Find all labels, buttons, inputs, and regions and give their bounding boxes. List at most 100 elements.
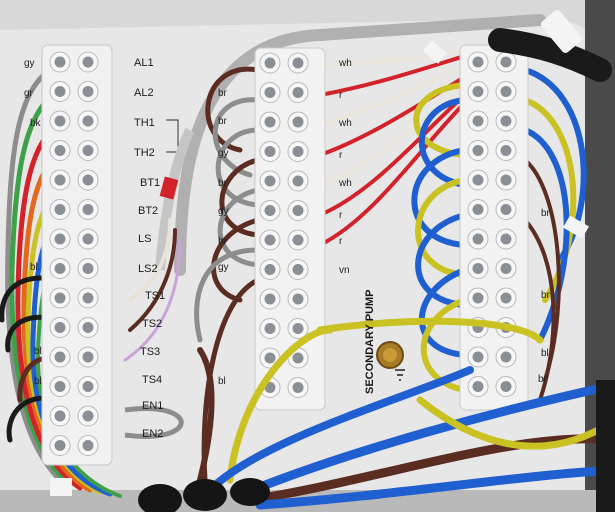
- left-terminal-screw-head: [54, 145, 66, 156]
- left-terminal-screw-head: [54, 263, 66, 274]
- th-bracket: [166, 119, 179, 153]
- right-terminal-screw-head: [500, 86, 512, 97]
- left-terminal-screw-head: [54, 351, 66, 363]
- wire-color-tag: gy: [218, 262, 229, 273]
- cable-gland: [230, 478, 270, 506]
- left-terminal-screw-head: [54, 410, 66, 422]
- wire-color-tag: br: [218, 236, 227, 247]
- right-terminal-screw-head: [500, 204, 512, 215]
- middle-terminal-screw-head: [264, 146, 276, 157]
- red-sleeve: [159, 176, 179, 200]
- middle-terminal-screw-head: [264, 264, 276, 275]
- right-terminal-screw-head: [500, 115, 512, 127]
- left-terminal-screw-head: [82, 56, 94, 68]
- right-terminal-screw-head: [500, 263, 512, 274]
- left-terminal-screw-head: [82, 410, 94, 422]
- right-terminal-screw-head: [500, 56, 512, 68]
- terminal-label-en2: EN2: [142, 428, 164, 440]
- middle-terminal-screw-head: [264, 175, 276, 187]
- terminal-label-bt2: BT2: [138, 205, 159, 217]
- right-terminal-screw-head: [472, 351, 484, 363]
- middle-terminal-screw-head: [264, 382, 276, 393]
- middle-terminal-screw-head: [264, 205, 276, 216]
- middle-terminal-screw-head: [264, 116, 276, 128]
- right-terminal-screw-head: [472, 381, 484, 392]
- wire-color-tag: bl: [541, 348, 549, 359]
- right-terminal-block: [459, 44, 529, 411]
- secondary-pump-label: SECONDARY PUMP: [364, 289, 376, 394]
- right-terminal-screw-head: [472, 56, 484, 68]
- bottom-wire-bundle: [197, 317, 615, 510]
- middle-terminal-screw-head: [264, 234, 276, 246]
- middle-terminal-block: [254, 47, 326, 411]
- middle-terminal-screw-head: [264, 87, 276, 98]
- wire-color-tag: br: [541, 290, 550, 301]
- cable-tie: [50, 478, 72, 496]
- right-terminal-screw-head: [500, 174, 512, 186]
- en-jumper-wire: [124, 406, 184, 439]
- terminal-label-al1: AL1: [134, 57, 154, 69]
- right-terminal-screw-head: [472, 292, 484, 304]
- right-terminal-screw-head: [472, 263, 484, 274]
- middle-terminal-screw-head: [292, 205, 304, 216]
- wire-color-tag: br: [218, 178, 227, 189]
- left-terminal-screw-head: [54, 381, 66, 392]
- middle-terminal-screw-head: [292, 116, 304, 128]
- wire-color-tag: wh: [339, 58, 352, 69]
- middle-terminal-screw-head: [292, 323, 304, 334]
- terminal-label-ts4: TS4: [142, 374, 163, 386]
- wire-color-tag: gy: [24, 58, 35, 69]
- left-terminal-screw-head: [54, 56, 66, 68]
- right-terminal-screw-head: [472, 174, 484, 186]
- wire-color-tag: gy: [218, 148, 229, 159]
- left-terminal-screw-head: [54, 86, 66, 97]
- left-terminal-screw-head: [54, 292, 66, 304]
- wire-color-tag: br: [218, 116, 227, 127]
- left-terminal-screw-head: [82, 233, 94, 245]
- right-terminal-screw-head: [500, 381, 512, 392]
- terminal-label-al2: AL2: [134, 87, 154, 99]
- middle-terminal-screw-head: [264, 57, 276, 69]
- wire-color-tag: wh: [339, 178, 352, 189]
- middle-terminal-screw-head: [292, 293, 304, 305]
- cable-gland: [183, 479, 227, 511]
- wire-color-tag: bl: [34, 346, 42, 357]
- middle-terminal-screw-head: [292, 175, 304, 187]
- wire-color-tag: gy: [218, 206, 229, 217]
- terminal-label-th1: TH1: [134, 117, 155, 129]
- terminal-label-ts1: TS1: [145, 290, 166, 302]
- left-terminal-screw-head: [82, 292, 94, 304]
- right-terminal-screw-head: [472, 233, 484, 245]
- middle-terminal-screw-head: [264, 293, 276, 305]
- wire-color-tag: vn: [339, 265, 350, 276]
- left-terminal-screw-head: [82, 351, 94, 363]
- right-terminal-screw-head: [472, 86, 484, 97]
- terminal-label-bt1: BT1: [140, 177, 161, 189]
- middle-terminal-screw-head: [292, 352, 304, 364]
- left-terminal-screw-head: [82, 115, 94, 127]
- wire-color-tag: r: [339, 210, 343, 221]
- middle-terminal-screw-head: [292, 382, 304, 393]
- terminal-label-th2: TH2: [134, 147, 155, 159]
- left-terminal-screw-head: [82, 322, 94, 333]
- wire-color-tag: bl: [30, 262, 38, 273]
- middle-terminal-screw-head: [292, 146, 304, 157]
- left-terminal-screw-head: [82, 174, 94, 186]
- cable-gland: [138, 484, 182, 512]
- left-terminal-screw-head: [82, 145, 94, 156]
- middle-terminal-screw-head: [292, 87, 304, 98]
- left-terminal-screw-head: [54, 204, 66, 215]
- left-terminal-screw-head: [54, 440, 66, 451]
- left-terminal-screw-head: [54, 115, 66, 127]
- right-terminal-screw-head: [500, 292, 512, 304]
- left-terminal-screw-head: [82, 440, 94, 451]
- terminal-label-ls: LS: [138, 233, 152, 245]
- middle-terminal-screw-head: [292, 234, 304, 246]
- wire-color-tag: r: [339, 236, 343, 247]
- middle-terminal-screw-head: [292, 264, 304, 275]
- left-terminal-screw-head: [82, 263, 94, 274]
- wire-color-tag: br: [218, 88, 227, 99]
- terminal-label-ts2: TS2: [142, 318, 163, 330]
